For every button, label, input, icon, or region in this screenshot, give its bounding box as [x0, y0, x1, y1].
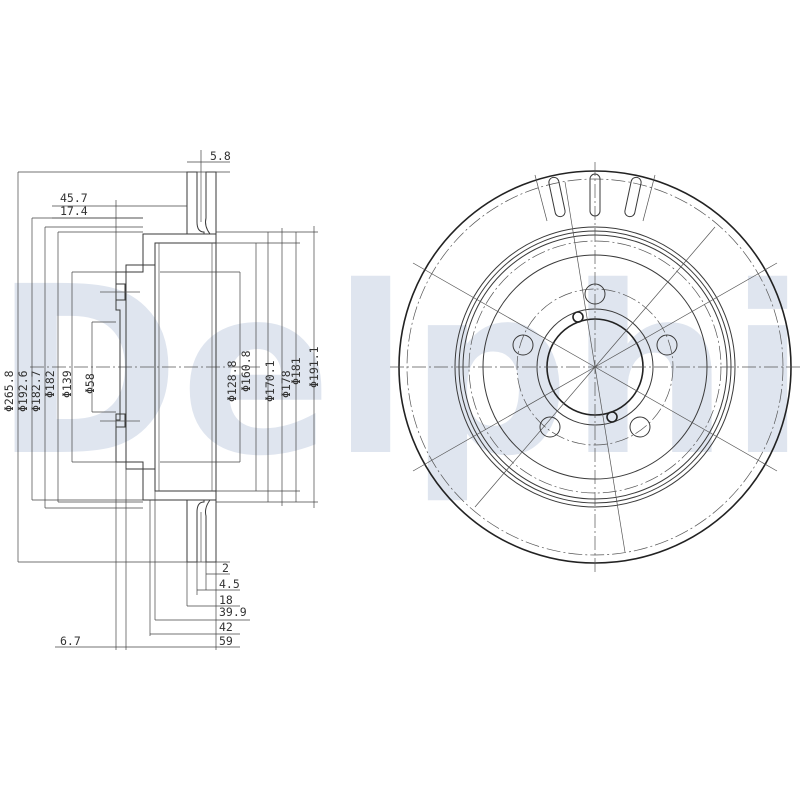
dim-d181: Φ181: [289, 357, 303, 385]
mounting-face: [100, 271, 140, 463]
dim-6-7: 6.7: [60, 634, 81, 648]
disc-face-view: [390, 162, 800, 572]
locating-holes: [572, 311, 618, 423]
dim-d170-1: Φ170.1: [263, 360, 277, 402]
bottom-dimensions: 2 4.5 18 39.9 42 59 6.7: [55, 462, 250, 650]
dim-d182: Φ182: [43, 370, 57, 398]
dim-39-9: 39.9: [219, 605, 247, 619]
dim-d128-8: Φ128.8: [225, 360, 239, 402]
friction-ring-top: [186, 171, 217, 235]
dim-d139: Φ139: [60, 370, 74, 398]
dim-d160-8: Φ160.8: [239, 350, 253, 392]
dim-2: 2: [222, 561, 229, 575]
profile-section-view: Φ265.8 Φ192.6 Φ182.7 Φ182 Φ139 Φ58 Φ128.…: [2, 149, 321, 650]
dim-hat-offset: 45.7: [60, 191, 88, 205]
dim-center-bore: Φ58: [83, 373, 97, 394]
bolt-holes: [512, 283, 678, 438]
dim-outer-diameter: Φ265.8: [2, 370, 16, 412]
dim-d191-1: Φ191.1: [307, 346, 321, 388]
dim-59: 59: [219, 634, 233, 648]
dim-d192-6: Φ192.6: [16, 370, 30, 412]
dim-d182-7: Φ182.7: [29, 370, 43, 412]
dim-4-5: 4.5: [219, 577, 240, 591]
cooling-slots: [534, 173, 656, 222]
friction-ring-bottom: [186, 499, 217, 563]
dim-flange-offset: 17.4: [60, 204, 88, 218]
dim-vane-thickness: 5.8: [210, 149, 231, 163]
dim-18: 18: [219, 593, 233, 607]
dim-d178: Φ178: [279, 370, 293, 398]
dim-42: 42: [219, 620, 233, 634]
